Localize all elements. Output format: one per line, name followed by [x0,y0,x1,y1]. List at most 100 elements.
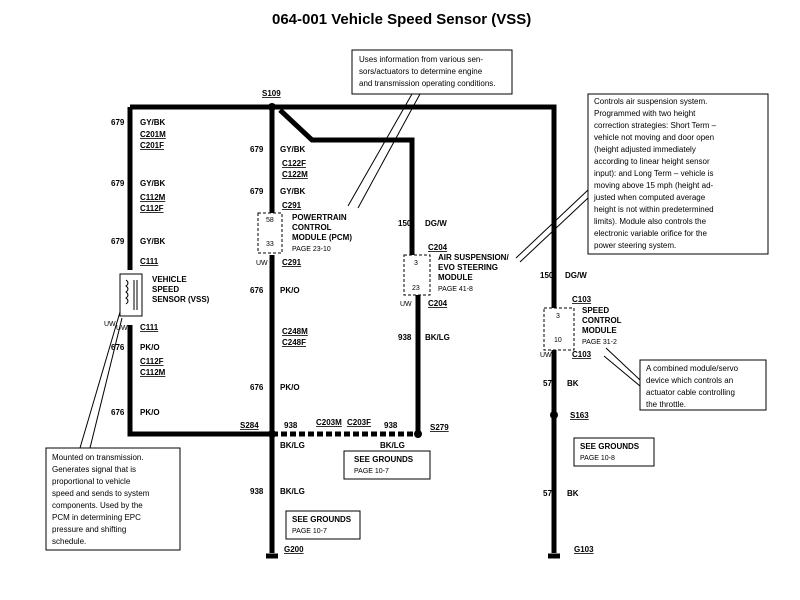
see-grounds-page: PAGE 10-7 [292,528,327,535]
see-grounds-text: SEE GROUNDS [580,442,640,451]
circuit-938-label: 938 [398,333,412,342]
wire-color-label: BK/LG [425,333,450,342]
speed-note-leader [603,347,641,387]
connector-c112f-label: C112F [140,357,164,366]
pin-uw-label: UW [400,301,412,308]
speed-pin-label: 10 [554,337,562,344]
wire-color-label: BK [567,489,579,498]
pcm-label: POWERTRAIN [292,213,347,222]
air-note-leader [515,189,589,263]
speed-control-page-label: PAGE 31-2 [582,339,617,346]
air-note-text: justed when computed average [593,193,706,202]
air-note-text: moving above 15 mph (height ad- [594,181,714,190]
speed-note-text: A combined module/servo [646,364,739,373]
connector-c103-label: C103 [572,295,592,304]
vss-note-leader [79,311,123,449]
air-pin-label: 23 [412,285,420,292]
vss-coil-symbol [125,279,138,310]
circuit-676-label: 676 [111,343,125,352]
wire-color-label: PK/O [280,383,300,392]
see-grounds-page: PAGE 10-7 [354,468,389,475]
ground-g103-label: G103 [574,545,594,554]
see-grounds-box [573,437,655,467]
circuit-676-label: 676 [111,408,125,417]
air-note-box [587,93,769,255]
pin-uw-label: UW [540,352,552,359]
pcm-note-box [351,49,513,95]
pcm-note-text: and transmission operating conditions. [359,79,496,88]
pcm-module-box [257,212,283,254]
speed-control-label: SPEED [582,306,609,315]
wire-color-label: BK [567,379,579,388]
vss-note-text: components. Used by the [52,501,143,510]
air-note-text: according to linear height sensor [594,157,710,166]
wire-color-label: GY/BK [280,187,306,196]
air-note-text: height is not within predetermined [594,205,714,214]
air-note-text: Controls air suspension system. [594,97,707,106]
air-suspension-label: MODULE [438,273,473,282]
see-grounds-box [285,510,361,540]
connector-c122f-label: C122F [282,159,306,168]
speed-control-label: CONTROL [582,316,622,325]
see-grounds-box [343,450,431,480]
connector-c111-label: C111 [140,323,159,332]
speed-control-module-box [543,307,575,351]
pin-uw-label: UW [116,325,128,332]
vss-note-text: Mounted on transmission. [52,453,144,462]
vss-note-box [45,447,181,551]
connector-c248m-label: C248M [282,327,308,336]
wire-color-label: BK/LG [280,487,305,496]
connector-c291-label: C291 [282,201,302,210]
pcm-pin-label: 33 [266,241,274,248]
air-note-text: electronic variable orifice for the [594,229,707,238]
splice-s109-dot [268,103,276,111]
circuit-150-label: 150 [398,219,412,228]
connector-c112f-label: C112F [140,204,164,213]
splice-s163-label: S163 [570,411,589,420]
connector-c203m-label: C203M [316,418,342,427]
splice-s109-label: S109 [262,89,281,98]
ground-g200-label: G200 [284,545,304,554]
wires [127,104,557,553]
vss-sensor-box [119,273,143,317]
speed-note-text: actuator cable controlling [646,388,735,397]
vss-note-text: pressure and shifting [52,525,126,534]
air-note-text: (height adjusted immediately [594,145,696,154]
wire-color-label: PK/O [280,286,300,295]
pcm-label: CONTROL [292,223,332,232]
vss-note-text: proportional to vehicle [52,477,131,486]
pcm-note-text: Uses information from various sen- [359,55,483,64]
circuit-938-label: 938 [284,421,298,430]
wire-676-left [127,325,272,437]
wire-color-label: GY/BK [140,118,166,127]
speed-note-text: device which controls an [646,376,733,385]
circuit-676-label: 676 [250,286,264,295]
vss-note-text: PCM in determining EPC [52,513,141,522]
speed-control-label: MODULE [582,326,617,335]
vss-label: VEHICLE [152,275,187,284]
connector-c248f-label: C248F [282,338,306,347]
circuit-679-label: 679 [111,118,125,127]
circuit-150-label: 150 [540,271,554,280]
wire-color-label: DG/W [425,219,447,228]
connector-c103-label: C103 [572,350,592,359]
page-title: 064-001 Vehicle Speed Sensor (VSS) [272,11,531,28]
pcm-page-label: PAGE 23-10 [292,246,331,253]
wire-color-label: GY/BK [140,179,166,188]
vss-note-text: speed and sends to system [52,489,150,498]
pcm-pin-label: 58 [266,217,274,224]
circuit-679-label: 679 [111,237,125,246]
pcm-note-leader [347,93,421,209]
circuit-679-label: 679 [250,145,264,154]
vss-note-text: Generates signal that is [52,465,136,474]
splice-s284-dot [268,430,276,438]
connector-c204-label: C204 [428,299,448,308]
wire-color-label: DG/W [565,271,587,280]
see-grounds-text: SEE GROUNDS [292,515,352,524]
see-grounds-page: PAGE 10-8 [580,455,615,462]
connector-c203f-label: C203F [347,418,371,427]
air-note-text: power steering system. [594,241,676,250]
pcm-note-text: sors/actuators to determine engine [359,67,483,76]
vss-note-text: schedule. [52,537,86,546]
splice-s284-label: S284 [240,421,259,430]
